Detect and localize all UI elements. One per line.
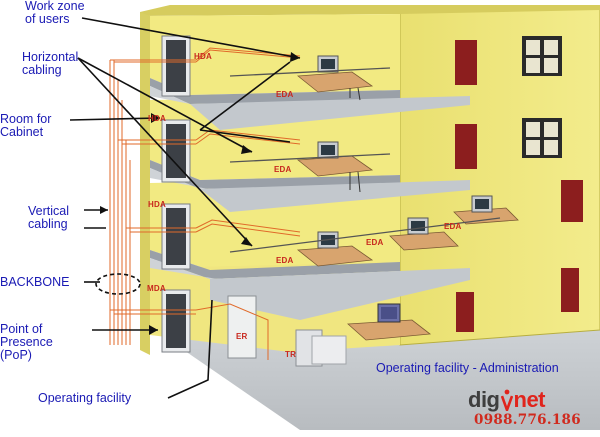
door-1b xyxy=(561,268,579,312)
arrow-heads xyxy=(100,52,300,335)
label-horizontal-cabling: Horizontal cabling xyxy=(22,50,79,77)
door-1a xyxy=(456,292,474,332)
tag-eda-3: EDA xyxy=(274,165,292,174)
rack-floor-4 xyxy=(161,35,191,97)
label-room-cabinet: Room for Cabinet xyxy=(0,112,52,139)
digivnet-logo: dig net xyxy=(468,387,546,414)
label-pop: Point of Presence (PoP) xyxy=(0,322,53,362)
tag-hda-3: HDA xyxy=(148,114,166,123)
door-4 xyxy=(455,40,477,85)
rack-floor-3 xyxy=(161,119,191,183)
facade-column xyxy=(140,12,150,355)
slab-floor-2 xyxy=(150,250,400,279)
horizontal-cable-trays xyxy=(229,67,501,253)
label-operating-admin: Operating facility - Administration xyxy=(376,361,559,375)
tag-mda: MDA xyxy=(147,284,166,293)
pointer-arrows xyxy=(69,17,301,399)
er-cabinet xyxy=(227,295,257,359)
door-2 xyxy=(561,180,583,222)
workstation-floor-2b xyxy=(389,217,459,251)
workstation-floor-1 xyxy=(347,303,432,341)
tag-eda-4: EDA xyxy=(276,90,294,99)
label-operating-facility: Operating facility xyxy=(38,391,132,405)
tag-hda-4: HDA xyxy=(194,52,212,61)
floor-plate-2 xyxy=(210,268,470,320)
slab-floor-3 xyxy=(150,160,400,189)
rack-floor-2 xyxy=(161,203,191,270)
label-work-zone: Work zone of users xyxy=(25,0,85,26)
slab-floor-4 xyxy=(150,78,400,104)
floor-plate-4 xyxy=(190,96,470,130)
radiator xyxy=(311,335,347,365)
roof-edge xyxy=(140,5,600,16)
tag-er: ER xyxy=(236,332,248,341)
phone-number: 0988.776.186 xyxy=(474,412,581,428)
tag-eda-2b: EDA xyxy=(366,238,384,247)
tag-eda-2a: EDA xyxy=(276,256,294,265)
door-3 xyxy=(455,124,477,169)
rack-floor-1 xyxy=(161,289,191,353)
workstation-floor-2c xyxy=(453,195,519,225)
tag-tr: TR xyxy=(285,350,297,359)
backbone-ellipse xyxy=(95,273,141,295)
label-vertical-cabling: Vertical cabling xyxy=(28,204,69,231)
logo-v-mark-icon xyxy=(500,389,513,414)
label-backbone: BACKBONE xyxy=(0,275,70,289)
floor-plate-3 xyxy=(200,180,470,212)
logo-text-dig: dig xyxy=(468,387,500,412)
workstation-floor-4 xyxy=(296,55,374,101)
logo-text-net: net xyxy=(513,387,546,412)
tag-hda-2: HDA xyxy=(148,200,166,209)
tag-eda-2c: EDA xyxy=(444,222,462,231)
